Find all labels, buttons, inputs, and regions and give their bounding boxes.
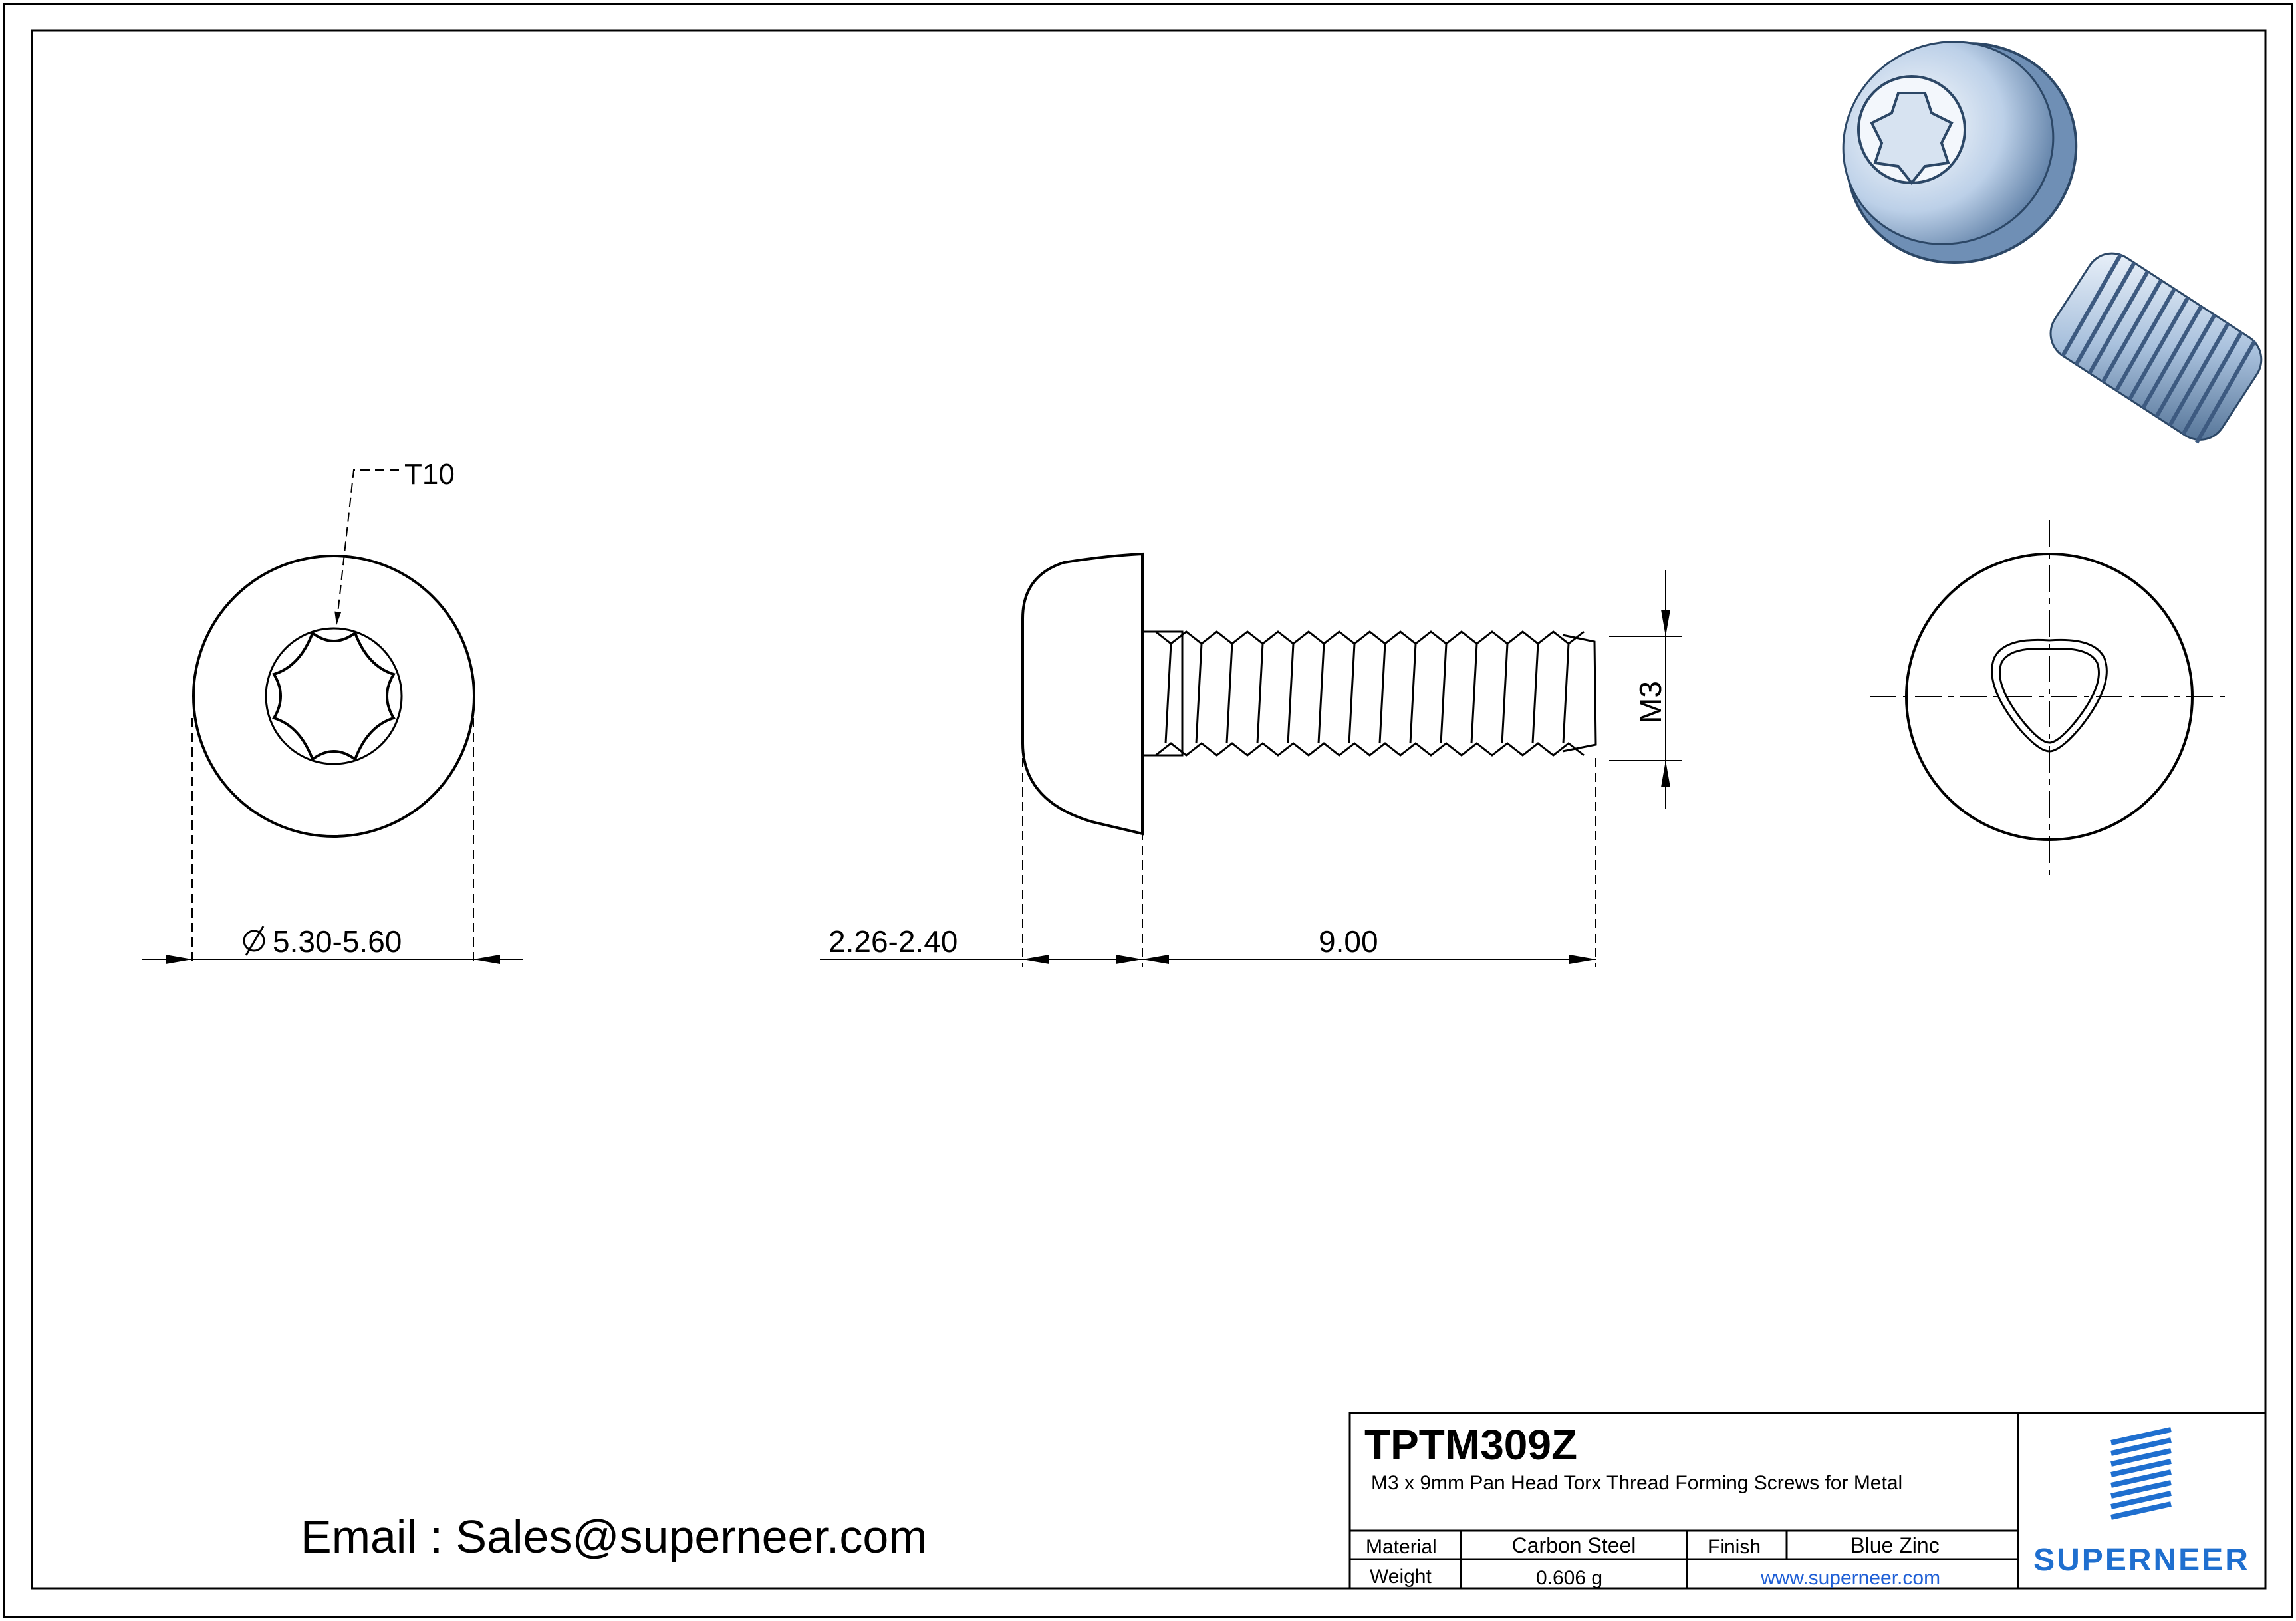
inner-border	[31, 29, 2267, 1590]
material-value: Carbon Steel	[1512, 1533, 1636, 1557]
render-thread-ring	[2101, 279, 2163, 383]
thread-flank-line	[1164, 643, 1172, 744]
contact-email: Email : Sales@superneer.com	[301, 1511, 928, 1562]
thread-flank-line	[1225, 643, 1233, 744]
part-number: TPTM309Z	[1364, 1421, 1577, 1469]
head-outline	[192, 555, 475, 838]
t10-leader	[334, 469, 399, 626]
length-label: 9.00	[1319, 924, 1378, 959]
trilobe-outer	[1991, 638, 2108, 753]
thread-flank-line	[1562, 643, 1570, 744]
thread-flank-line	[1440, 643, 1448, 744]
weight-label: Weight	[1370, 1566, 1432, 1588]
thread-crest-bottom	[1155, 742, 1585, 757]
head-diameter-label: 5.30-5.60	[273, 924, 402, 959]
drive-size-label: T10	[404, 458, 455, 491]
outer-border	[3, 3, 2293, 1618]
recess-circle	[265, 627, 403, 765]
thread-flank-line	[1409, 643, 1417, 744]
render-thread-ring	[2168, 322, 2230, 427]
render-thread-ring	[2194, 340, 2257, 444]
part-description: M3 x 9mm Pan Head Torx Thread Forming Sc…	[1371, 1472, 1902, 1494]
thread-tip	[1562, 634, 1597, 753]
superneer-logo-icon	[2110, 1427, 2172, 1520]
torx-recess	[271, 630, 396, 762]
material-label: Material	[1366, 1536, 1437, 1558]
thread-profile	[1155, 630, 1585, 757]
thread-flank-line	[1501, 643, 1509, 744]
screw-head	[1021, 552, 1144, 836]
thread-flank-line	[1531, 643, 1539, 744]
render-thread-ring	[2074, 261, 2136, 366]
brand-name: SUPERNEER	[2033, 1543, 2250, 1578]
thread-flank-line	[1378, 643, 1386, 744]
finish-value: Blue Zinc	[1850, 1533, 1939, 1557]
render-thread-ring	[2181, 331, 2243, 436]
thread-flank-line	[1470, 643, 1478, 744]
render-thread-ring	[2141, 305, 2204, 410]
thread-flank-line	[1348, 643, 1356, 744]
trilobe-inner	[1999, 647, 2100, 744]
thread-flank-line	[1256, 643, 1264, 744]
render-thread-ring	[2087, 270, 2150, 374]
thread-flank-line	[1287, 643, 1295, 744]
side-view: M3 2.26-2.40 9.00	[820, 552, 1682, 967]
render-thread-ring	[2114, 287, 2176, 392]
render-thread-ring	[2061, 253, 2123, 357]
title-block: TPTM309Z M3 x 9mm Pan Head Torx Thread F…	[1348, 1412, 2267, 1590]
weight-value: 0.606 g	[1536, 1567, 1602, 1589]
finish-label: Finish	[1708, 1536, 1761, 1558]
thread-size-label: M3	[1633, 681, 1668, 723]
thread-flank-line	[1195, 643, 1203, 744]
render-thread-ring	[2128, 296, 2190, 400]
top-view: T10 5.30-5.60	[142, 458, 523, 967]
website-link[interactable]: www.superneer.com	[1760, 1567, 1940, 1589]
head-height-label: 2.26-2.40	[829, 924, 957, 959]
thread-crest-top	[1155, 630, 1585, 645]
shank-outline	[1141, 630, 1184, 757]
thread-flank-line	[1317, 643, 1325, 744]
diameter-symbol	[243, 926, 265, 956]
screw-3d-render	[1842, 41, 2263, 444]
end-view	[1870, 520, 2226, 876]
render-thread-ring	[2154, 314, 2217, 418]
